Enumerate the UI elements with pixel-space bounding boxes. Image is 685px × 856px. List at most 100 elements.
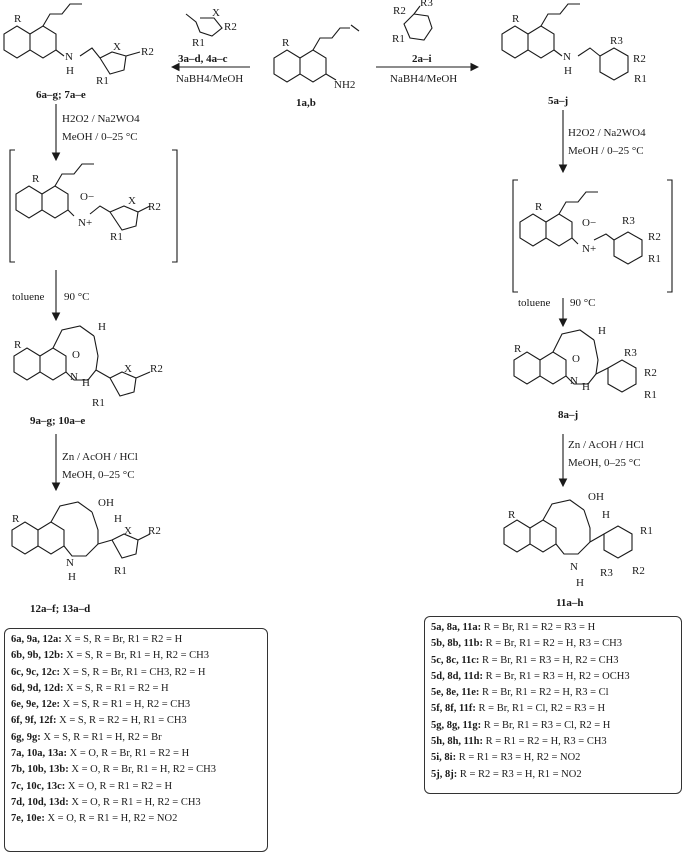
atom-R2-left-nitrone: R2 — [148, 201, 161, 213]
legend-row: 5f, 8f, 11f: R = Br, R1 = Cl, R2 = R3 = … — [425, 701, 681, 717]
right-amine-structure — [501, 3, 629, 81]
atom-R1-right-aldehyde: R1 — [392, 33, 405, 45]
legend-row: 5b, 8b, 11b: R = Br, R1 = R2 = H, R3 = C… — [425, 636, 681, 652]
reagent-left-reduction: Zn / AcOH / HCl — [62, 451, 138, 463]
atom-R-left-nitrone: R — [32, 173, 40, 185]
legend-row: 7e, 10e: X = O, R = R1 = H, R2 = NO2 — [5, 811, 267, 827]
atom-R-right-product: R — [508, 509, 516, 521]
atom-R2-left-aldehyde: R2 — [224, 21, 237, 33]
legend-row-text: X = S, R = Br, R1 = R2 = H — [61, 634, 183, 645]
atom-N-left-amine: N — [65, 51, 73, 63]
atom-R2-left-product: R2 — [148, 525, 161, 537]
legend-row: 5j, 8j: R = R2 = R3 = H, R1 = NO2 — [425, 767, 681, 783]
atom-R-right-nitrone: R — [535, 201, 543, 213]
reagent-left-temp: 90 °C — [64, 291, 90, 303]
atom-R2-right-amine: R2 — [633, 53, 646, 65]
legend-row: 7a, 10a, 13a: X = O, R = Br, R1 = R2 = H — [5, 746, 267, 762]
legend-row: 5e, 8e, 11e: R = Br, R1 = R2 = H, R3 = C… — [425, 685, 681, 701]
legend-row: 7d, 10d, 13d: X = O, R = R1 = H, R2 = CH… — [5, 795, 267, 811]
legend-row: 5g, 8g, 11g: R = Br, R1 = R3 = Cl, R2 = … — [425, 718, 681, 734]
legend-row-text: R = R2 = R3 = H, R1 = NO2 — [457, 768, 582, 780]
reagent-right-reduction: Zn / AcOH / HCl — [568, 439, 644, 451]
legend-row-text: R = R1 = R3 = H, R2 = NO2 — [456, 752, 581, 764]
atom-R3-right-nitrone: R3 — [622, 215, 635, 227]
atom-H-left-product: H — [68, 571, 76, 583]
legend-row-text: X = S, R = R1 = R2 = H — [63, 682, 169, 694]
atom-R3-right-aldehyde: R3 — [420, 0, 433, 9]
atom-R2-left-amine: R2 — [141, 46, 154, 58]
legend-row-ids: 7e, 10e: — [11, 813, 45, 825]
legend-row-ids: 5h, 8h, 11h: — [431, 736, 483, 748]
atom-Nplus-left-nitrone: N+ — [78, 217, 92, 229]
reagent-left-oxidant: H2O2 / Na2WO4 — [62, 113, 140, 125]
atom-H-right-product: H — [576, 577, 584, 589]
label-right-product: 11a–h — [556, 597, 584, 609]
legend-row: 6g, 9g: X = S, R = R1 = H, R2 = Br — [5, 730, 267, 746]
legend-row-ids: 5j, 8j: — [431, 768, 458, 780]
atom-Nplus-right-nitrone: N+ — [582, 243, 596, 255]
reagent-left-ox-cond: MeOH / 0–25 °C — [62, 131, 138, 143]
left-cycloadduct-structure — [13, 325, 151, 397]
atom-X-left-nitrone: X — [128, 195, 136, 207]
legend-row-ids: 5a, 8a, 11a: — [431, 622, 482, 633]
legend-row-text: X = S, R = R1 = H, R2 = CH3 — [59, 699, 191, 711]
atom-O-right-cyclo: O — [572, 353, 580, 365]
atom-H-left-cyclo-top: H — [98, 321, 106, 333]
reagent-left-solvent: toluene — [12, 291, 44, 303]
reagent-left-red-cond: MeOH, 0–25 °C — [62, 469, 135, 481]
atom-H-right-product-ring: H — [602, 509, 610, 521]
legend-row-text: R = Br, R1 = R2 = H, R3 = Cl — [479, 687, 609, 699]
legend-row-text: X = O, R = R1 = H, R2 = NO2 — [44, 813, 178, 825]
legend-row: 6b, 9b, 12b: X = S, R = Br, R1 = H, R2 =… — [5, 648, 267, 664]
legend-row: 6e, 9e, 12e: X = S, R = R1 = H, R2 = CH3 — [5, 697, 267, 713]
atom-R1-left-amine: R1 — [96, 75, 109, 87]
reagent-right-temp: 90 °C — [570, 297, 596, 309]
atom-X-left-amine: X — [113, 41, 121, 53]
legend-row-text: R = Br, R1 = R3 = H, R2 = OCH3 — [482, 670, 630, 682]
atom-H-left-product-ring: H — [114, 513, 122, 525]
atom-R-start: R — [282, 37, 290, 49]
atom-R3-right-product: R3 — [600, 567, 613, 579]
atom-NH2-start: NH2 — [334, 79, 355, 91]
atom-OH-right-product: OH — [588, 491, 604, 503]
legend-row-ids: 5d, 8d, 11d: — [431, 670, 483, 682]
atom-OH-left-product: OH — [98, 497, 114, 509]
reagent-left-reductant: NaBH4/MeOH — [176, 73, 243, 85]
legend-row-text: X = O, R = Br, R1 = H, R2 = CH3 — [68, 764, 217, 776]
atom-H-right-amine: H — [564, 65, 572, 77]
atom-O-left-cyclo: O — [72, 349, 80, 361]
legend-row-ids: 7c, 10c, 13c: — [11, 780, 66, 792]
legend-row: 6a, 9a, 12a: X = S, R = Br, R1 = R2 = H — [5, 632, 267, 648]
atom-N-left-product: N — [66, 557, 74, 569]
aldehyde-sketches — [185, 5, 433, 41]
atom-R2-right-product: R2 — [632, 565, 645, 577]
legend-row-ids: 7a, 10a, 13a: — [11, 748, 67, 760]
legend-row-text: X = O, R = R1 = R2 = H — [65, 780, 173, 792]
legend-row: 5a, 8a, 11a: R = Br, R1 = R2 = R3 = H — [425, 620, 681, 636]
naphthylamine-structure — [273, 24, 360, 83]
atom-H-left-cyclo: H — [82, 377, 90, 389]
atom-R1-left-nitrone: R1 — [110, 231, 123, 243]
atom-R2-right-nitrone: R2 — [648, 231, 661, 243]
legend-row: 6d, 9d, 12d: X = S, R = R1 = R2 = H — [5, 681, 267, 697]
atom-H-left-amine: H — [66, 65, 74, 77]
legend-row-ids: 5c, 8c, 11c: — [431, 654, 480, 666]
left-nitrone-structure — [9, 149, 178, 263]
legend-row-ids: 6f, 9f, 12f: — [11, 715, 57, 727]
atom-R2-right-cyclo: R2 — [644, 367, 657, 379]
atom-R1-right-cyclo: R1 — [644, 389, 657, 401]
legend-row-ids: 5g, 8g, 11g: — [431, 719, 482, 731]
label-left-amine: 6a–g; 7a–e — [36, 89, 86, 101]
atom-R1-left-aldehyde: R1 — [192, 37, 205, 49]
reagent-right-aldehyde: 2a–i — [412, 53, 432, 65]
legend-row-ids: 5f, 8f, 11f: — [431, 703, 476, 715]
legend-row-text: R = Br, R1 = R2 = R3 = H — [481, 622, 596, 633]
legend-row: 5d, 8d, 11d: R = Br, R1 = R3 = H, R2 = O… — [425, 669, 681, 685]
label-right-cyclo: 8a–j — [558, 409, 578, 421]
atom-R1-right-amine: R1 — [634, 73, 647, 85]
legend-row-text: X = S, R = Br, R1 = CH3, R2 = H — [59, 666, 206, 678]
atom-X-left-cyclo: X — [124, 363, 132, 375]
left-amine-structure — [3, 3, 141, 75]
legend-row-text: R = Br, R1 = Cl, R2 = R3 = H — [475, 703, 606, 715]
